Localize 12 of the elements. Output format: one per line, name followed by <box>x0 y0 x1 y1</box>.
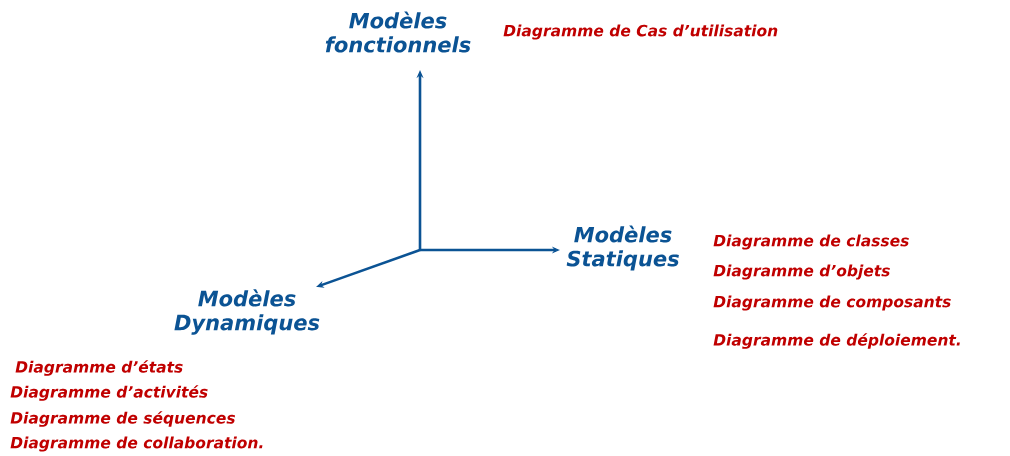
diagram-type-label: Diagramme de composants <box>713 295 951 311</box>
axis-label: Modèles Dynamiques <box>174 289 320 335</box>
diagram-type-label: Diagramme d’états <box>15 360 183 376</box>
axis-label: Modèles fonctionnels <box>325 11 471 53</box>
diagram-type-label: Diagramme de déploiement. <box>713 333 960 349</box>
diagram-type-label: Diagramme d’objets <box>713 264 890 280</box>
diagram-type-label: Diagramme de Cas d’utilisation <box>503 24 778 40</box>
diagram-type-label: Diagramme de classes <box>713 234 909 250</box>
diagram-type-label: Diagramme d’activités <box>10 385 208 401</box>
diagram-type-label: Diagramme de séquences <box>10 411 236 427</box>
axis-label: Modèles Statiques <box>566 225 679 271</box>
diagram-type-label: Diagramme de collaboration. <box>10 436 263 452</box>
